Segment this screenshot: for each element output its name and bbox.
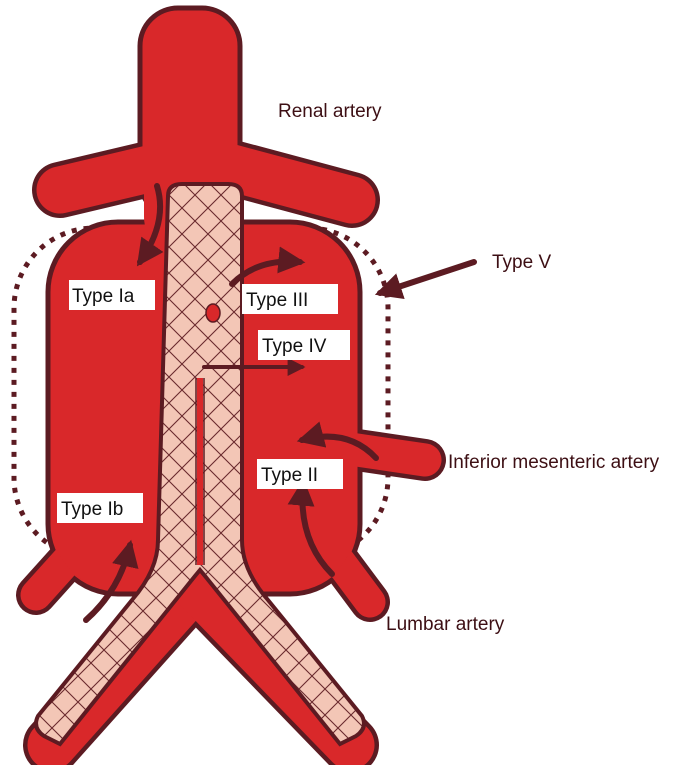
type-ib-label: Type Ib [61, 499, 123, 520]
type-v-arrow [380, 262, 474, 293]
type-ia-label: Type Ia [72, 286, 135, 307]
type-iii-label: Type III [246, 290, 308, 311]
type-ii-label: Type II [261, 465, 318, 486]
lumbar-artery-label: Lumbar artery [386, 614, 505, 635]
type-iv-label: Type IV [262, 336, 327, 357]
type-iii-leak-site [206, 304, 220, 322]
renal-artery-label: Renal artery [278, 101, 382, 122]
type-v-label: Type V [492, 252, 551, 273]
inferior-mesenteric-artery-label: Inferior mesenteric artery [448, 452, 660, 473]
